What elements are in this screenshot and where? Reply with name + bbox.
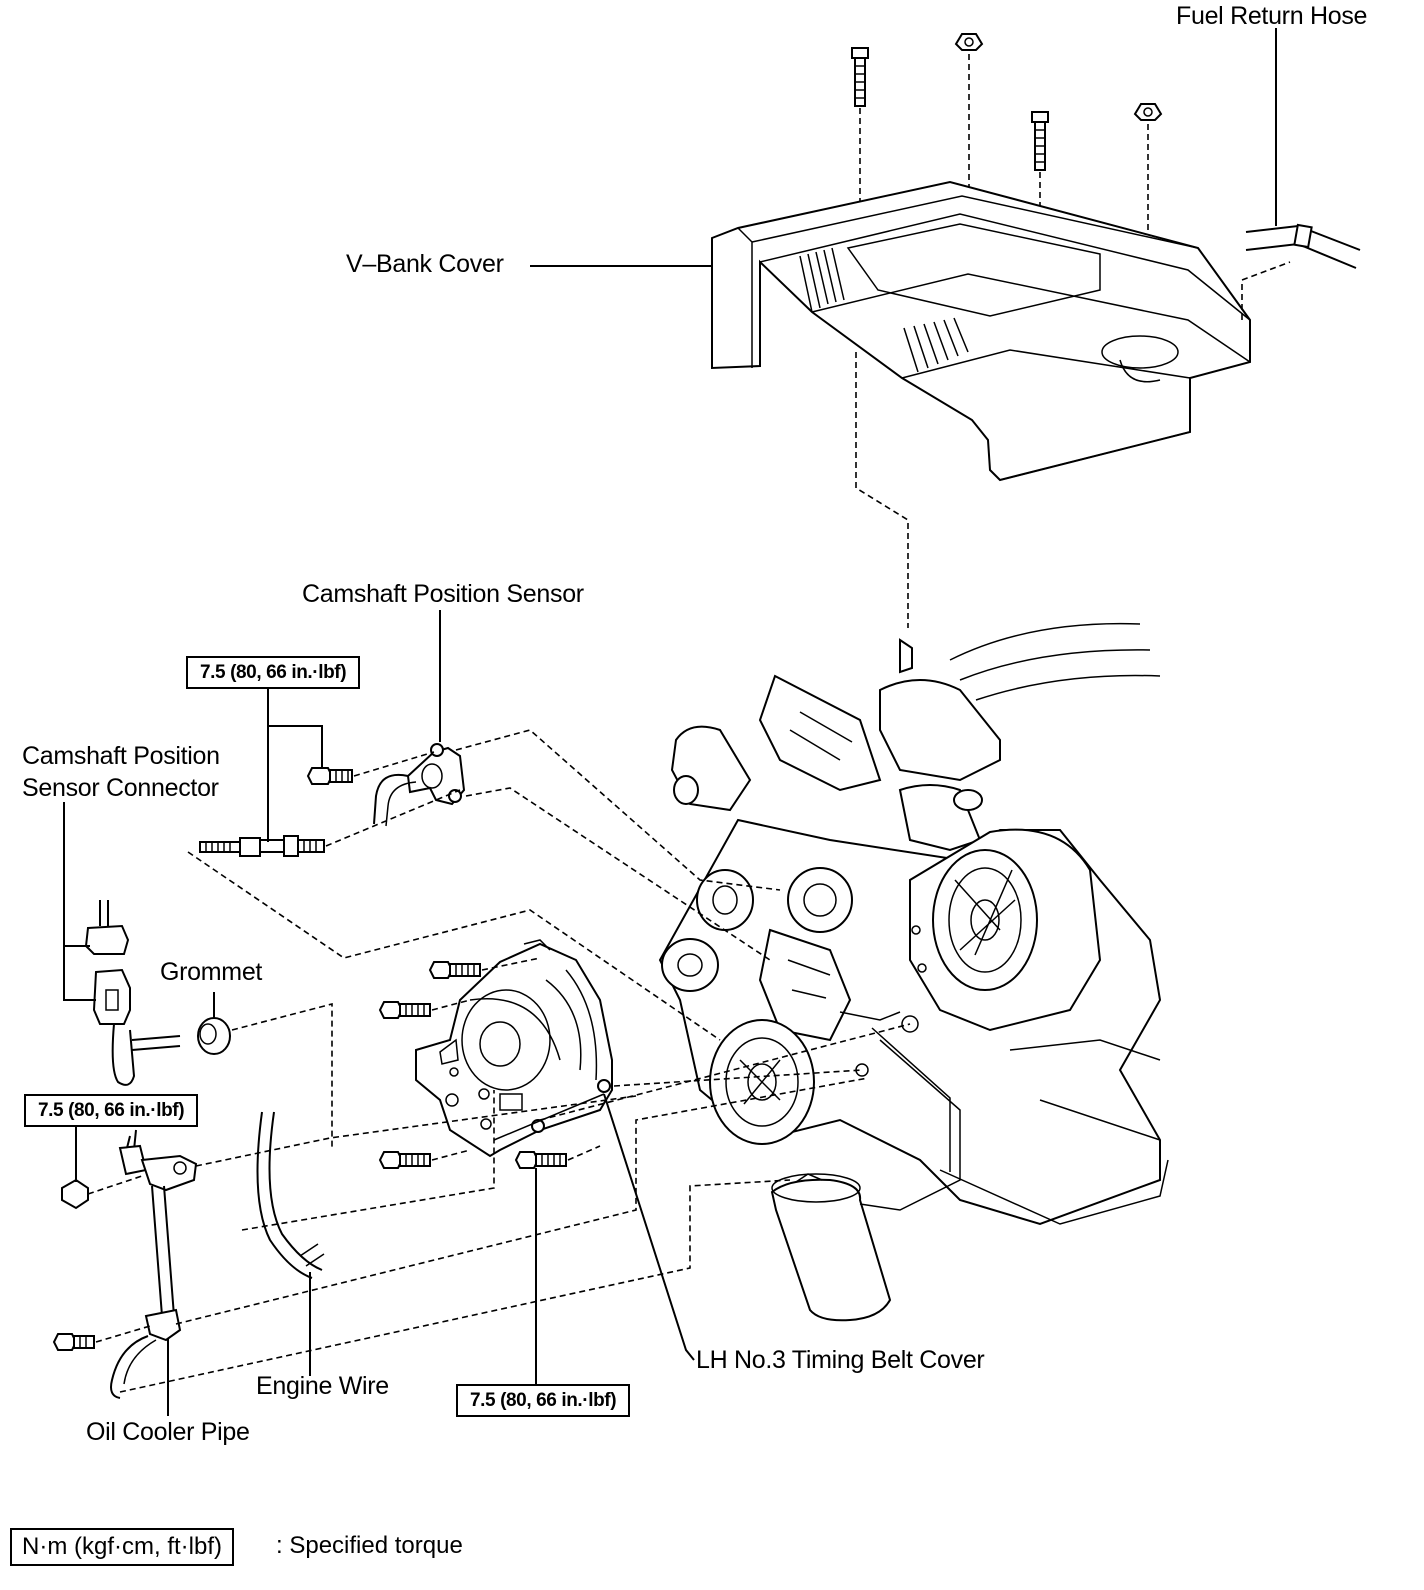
- fuel-return-hose-drawing: [1245, 223, 1361, 269]
- label-fuel-return-hose: Fuel Return Hose: [1176, 2, 1368, 30]
- torque-spec-camshaft-sensor: 7.5 (80, 66 in.·lbf): [186, 656, 361, 689]
- timing-cover-bolt-4: [514, 1151, 567, 1169]
- label-camshaft-position-sensor: Camshaft Position Sensor: [302, 580, 584, 608]
- oil-pipe-nut: [61, 1178, 89, 1210]
- camshaft-position-sensor-drawing: [373, 743, 466, 827]
- timing-cover-bolt-2: [378, 1001, 431, 1019]
- label-sensor-connector-line1: Camshaft Position: [22, 742, 220, 770]
- label-grommet: Grommet: [160, 958, 263, 986]
- leader-sensor-connector: [63, 802, 96, 1001]
- cover-bolt-left: [851, 47, 869, 107]
- leader-sensor-torque: [267, 686, 323, 842]
- label-v-bank-cover: V–Bank Cover: [346, 250, 504, 278]
- cover-bolt-right: [1031, 111, 1049, 171]
- legend-unit-box: N·m (kgf·cm, ft·lbf): [10, 1528, 234, 1566]
- cover-nut-right: [1133, 103, 1163, 121]
- torque-spec-oil-cooler-pipe: 7.5 (80, 66 in.·lbf): [24, 1094, 199, 1127]
- label-oil-cooler-pipe: Oil Cooler Pipe: [86, 1418, 250, 1446]
- engine-wire-drawing: [256, 1111, 325, 1279]
- legend-description: : Specified torque: [276, 1532, 463, 1559]
- oil-pipe-bolt: [52, 1333, 95, 1351]
- torque-spec-timing-belt-cover: 7.5 (80, 66 in.·lbf): [456, 1384, 631, 1417]
- timing-cover-bolt-1: [428, 961, 481, 979]
- oil-cooler-pipe-drawing: [110, 1129, 198, 1399]
- label-lh-no3-timing-belt-cover: LH No.3 Timing Belt Cover: [696, 1346, 985, 1374]
- grommet-drawing: [197, 1017, 231, 1055]
- sensor-bolt-short: [306, 767, 353, 785]
- label-sensor-connector-line2: Sensor Connector: [22, 774, 219, 802]
- engine-assembly-drawing: [658, 622, 1169, 1322]
- timing-cover-bolt-3: [378, 1151, 431, 1169]
- sensor-connector-drawing: [84, 900, 181, 1086]
- v-bank-cover-drawing: [711, 180, 1251, 482]
- sensor-stud-long: [199, 835, 325, 857]
- cover-nut-center: [954, 33, 984, 51]
- timing-belt-cover-drawing: [415, 939, 613, 1158]
- label-engine-wire: Engine Wire: [256, 1372, 389, 1400]
- leader-timing-belt-cover: [603, 1093, 695, 1361]
